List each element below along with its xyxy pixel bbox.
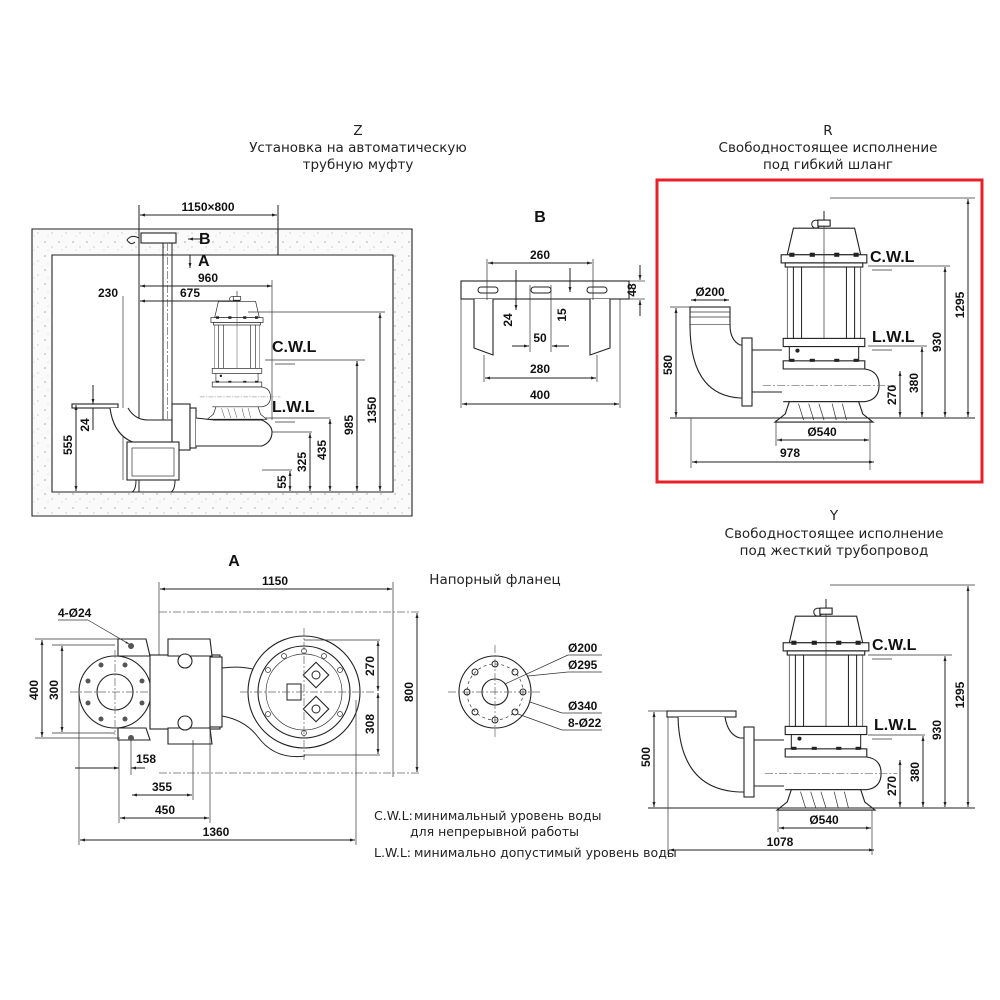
dim-675: 675 xyxy=(180,286,200,300)
view-z: Z Установка на автоматическую трубную му… xyxy=(31,123,467,517)
dim-985: 985 xyxy=(342,415,356,435)
legend-lwl-text: минимально допустимый уровень воды xyxy=(414,845,677,860)
dim-960: 960 xyxy=(198,271,218,285)
dim-b-48: 48 xyxy=(625,283,639,297)
view-z-letter: Z xyxy=(353,123,362,139)
view-a-letter: A xyxy=(228,553,240,570)
y-dim-1295: 1295 xyxy=(953,681,967,708)
view-b-letter: B xyxy=(534,209,546,226)
dim-1350: 1350 xyxy=(365,396,379,423)
r-dim-978: 978 xyxy=(780,446,800,460)
flange-holes: 8-Ø22 xyxy=(568,716,602,730)
a-dim-270: 270 xyxy=(363,656,377,676)
a-dim-308: 308 xyxy=(363,714,377,734)
a-dim-300: 300 xyxy=(47,680,61,700)
section-marker-a: A xyxy=(198,253,210,270)
y-dim-270: 270 xyxy=(885,776,899,796)
r-cwl-label: C.W.L xyxy=(870,249,915,266)
view-y-title-line1: Свободностоящее исполнение xyxy=(725,526,944,542)
r-dim-380: 380 xyxy=(907,373,921,393)
legend-cwl-key: C.W.L: xyxy=(374,808,413,823)
dim-b-15: 15 xyxy=(555,308,569,322)
view-y-title-line2: под жесткий трубопровод xyxy=(740,543,929,559)
y-dim-1078: 1078 xyxy=(767,835,794,849)
a-dim-1360: 1360 xyxy=(203,825,230,839)
view-r: R Свободностоящее исполнение под гибкий … xyxy=(655,123,984,484)
legend-cwl-text1: минимальный уровень воды xyxy=(414,808,602,823)
y-lwl-label: L.W.L xyxy=(874,717,917,734)
a-dim-4x24: 4-Ø24 xyxy=(58,606,92,620)
a-dim-400: 400 xyxy=(27,680,41,700)
legend-lwl-key: L.W.L: xyxy=(374,845,411,860)
view-y-letter: Y xyxy=(829,508,839,524)
flange-title: Напорный фланец xyxy=(429,572,560,588)
r-dim-200: Ø200 xyxy=(695,285,725,299)
dim-55: 55 xyxy=(275,475,289,489)
a-dim-800: 800 xyxy=(402,682,416,702)
view-b: B 48 260 24 15 50 280 400 xyxy=(460,209,645,408)
dim-b-260: 260 xyxy=(530,248,550,262)
dim-435: 435 xyxy=(315,440,329,460)
flange-dim-340: Ø340 xyxy=(568,699,598,713)
a-dim-1150: 1150 xyxy=(262,574,288,588)
y-dim-500: 500 xyxy=(639,747,653,767)
view-r-title-line2: под гибкий шланг xyxy=(763,157,893,173)
a-dim-158: 158 xyxy=(136,752,156,766)
y-dim-380: 380 xyxy=(908,762,922,782)
dim-24-z: 24 xyxy=(78,418,92,432)
r-dim-270: 270 xyxy=(885,385,899,405)
flange-dim-295: Ø295 xyxy=(568,658,598,672)
flange-dim-200: Ø200 xyxy=(568,641,598,655)
r-lwl-label: L.W.L xyxy=(872,329,915,346)
dim-325: 325 xyxy=(295,452,309,472)
z-lwl-label: L.W.L xyxy=(272,399,315,416)
legend-cwl-text2: для непрерывной работы xyxy=(410,824,579,839)
a-dim-355: 355 xyxy=(152,780,172,794)
view-z-title-line1: Установка на автоматическую xyxy=(249,140,467,156)
dim-pit-size: 1150×800 xyxy=(181,200,234,214)
view-y: Y Свободностоящее исполнение под жесткий… xyxy=(639,508,975,855)
discharge-flange: Напорный фланец Ø200 Ø295 Ø340 8-Ø22 xyxy=(429,572,602,738)
r-dim-930: 930 xyxy=(930,332,944,352)
dim-555: 555 xyxy=(61,435,75,455)
y-dim-930: 930 xyxy=(930,720,944,740)
view-z-title-line2: трубную муфту xyxy=(303,157,414,173)
y-dim-540: Ø540 xyxy=(809,813,839,827)
r-dim-540: Ø540 xyxy=(807,425,837,439)
y-cwl-label: C.W.L xyxy=(872,637,917,654)
dim-b-280: 280 xyxy=(530,362,550,376)
view-r-letter: R xyxy=(823,123,832,139)
dim-b-24: 24 xyxy=(501,313,515,327)
legend: C.W.L: минимальный уровень воды для непр… xyxy=(374,808,677,860)
dim-b-50: 50 xyxy=(533,331,547,345)
view-a: A 1150 800 xyxy=(27,553,420,845)
highlight-frame xyxy=(655,178,984,484)
z-cwl-label: C.W.L xyxy=(272,339,317,356)
dim-230: 230 xyxy=(98,286,118,300)
section-marker-b: B xyxy=(199,231,211,248)
dim-b-400: 400 xyxy=(530,388,550,402)
r-dim-1295: 1295 xyxy=(953,291,967,318)
r-dim-580: 580 xyxy=(661,355,675,375)
view-r-title-line1: Свободностоящее исполнение xyxy=(719,140,938,156)
a-dim-450: 450 xyxy=(155,803,175,817)
